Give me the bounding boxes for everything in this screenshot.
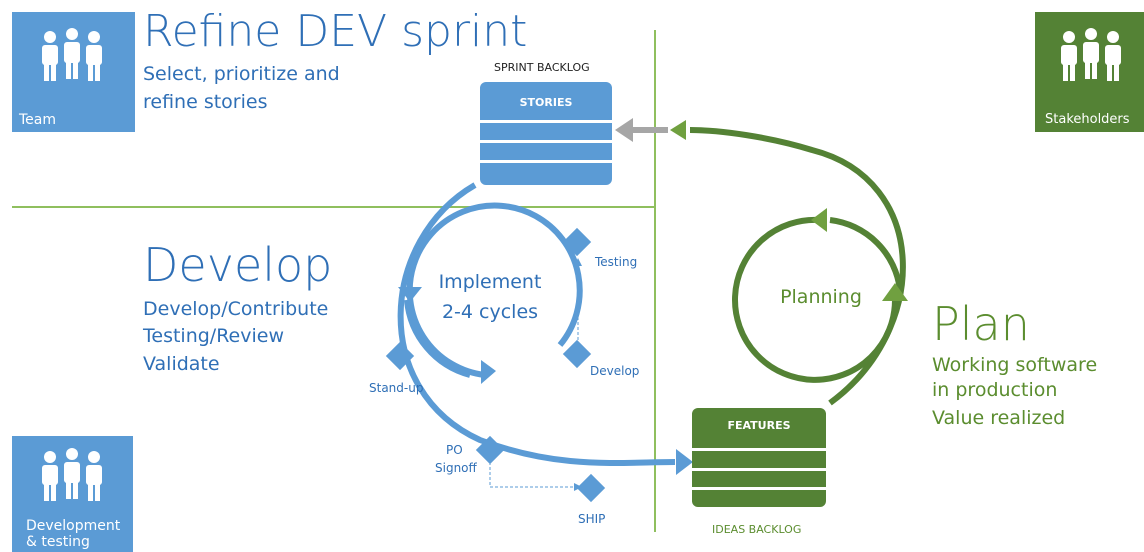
plan-line3: Value realized	[932, 407, 1066, 429]
develop-step-label: Develop	[590, 364, 639, 378]
blue-delivery-arc	[397, 182, 676, 466]
sprint-backlog-title: SPRINT BACKLOG	[494, 61, 590, 74]
features-header: FEATURES	[727, 419, 790, 432]
planning-cycle-arc-top	[829, 217, 903, 291]
implement-label-line1: Implement	[439, 271, 542, 293]
implement-label-line2: 2-4 cycles	[442, 301, 538, 323]
planning-arrowhead-top	[811, 208, 827, 232]
ideas-backlog-box: FEATURES	[692, 408, 826, 507]
plan-line1: Working software	[932, 354, 1098, 376]
standup-label: Stand-up	[369, 381, 423, 395]
stories-header: STORIES	[520, 96, 573, 109]
po-label-line1: PO	[446, 443, 463, 457]
ideas-backlog-title: IDEAS BACKLOG	[712, 523, 802, 536]
develop-diamond	[562, 339, 592, 369]
ship-label: SHIP	[578, 512, 605, 526]
people-icon	[1061, 28, 1121, 81]
plan-line2: in production	[932, 379, 1058, 401]
refine-line2: refine stories	[143, 91, 268, 113]
po-signoff-diamond	[475, 435, 505, 465]
sprint-backlog-box: STORIES	[480, 82, 612, 185]
develop-line3: Validate	[143, 353, 220, 375]
dev-testing-label-line2: & testing	[26, 534, 90, 550]
po-ship-connector	[489, 462, 582, 491]
refine-title: Refine DEV sprint	[143, 6, 528, 57]
green-return-arrowhead	[670, 120, 686, 140]
stakeholders-label: Stakeholders	[1045, 112, 1130, 127]
gray-arrowhead	[615, 118, 633, 142]
implement-cycle-arc-bottom	[404, 299, 471, 378]
blue-delivery-arrowhead	[676, 449, 693, 475]
develop-line1: Develop/Contribute	[143, 298, 329, 320]
dev-testing-label: Development & testing	[26, 518, 120, 550]
team-tile: Team	[12, 12, 135, 132]
standup-diamond	[385, 341, 415, 371]
plan-title: Plan	[932, 297, 1030, 351]
refine-line1: Select, prioritize and	[143, 63, 340, 85]
green-return-arc	[689, 127, 906, 406]
stakeholders-tile: Stakeholders	[1035, 12, 1144, 132]
testing-label: Testing	[594, 255, 637, 269]
implement-arrowhead-bottom	[481, 360, 496, 384]
po-label-line2: Signoff	[435, 461, 478, 475]
planning-label: Planning	[780, 286, 862, 308]
planning-cycle-arc	[732, 216, 898, 383]
team-label: Team	[19, 112, 57, 128]
dev-testing-tile: Development & testing	[12, 436, 133, 552]
planning-arrowhead-right	[882, 283, 908, 301]
develop-line2: Testing/Review	[143, 325, 284, 347]
testing-diamond	[562, 227, 592, 257]
develop-title: Develop	[143, 238, 333, 292]
ship-diamond	[576, 473, 606, 503]
people-icon	[42, 28, 102, 81]
implement-cycle-arc	[406, 202, 583, 378]
implement-arrowhead-left	[398, 287, 422, 302]
dev-testing-label-line1: Development	[26, 518, 121, 534]
people-icon	[42, 448, 102, 501]
